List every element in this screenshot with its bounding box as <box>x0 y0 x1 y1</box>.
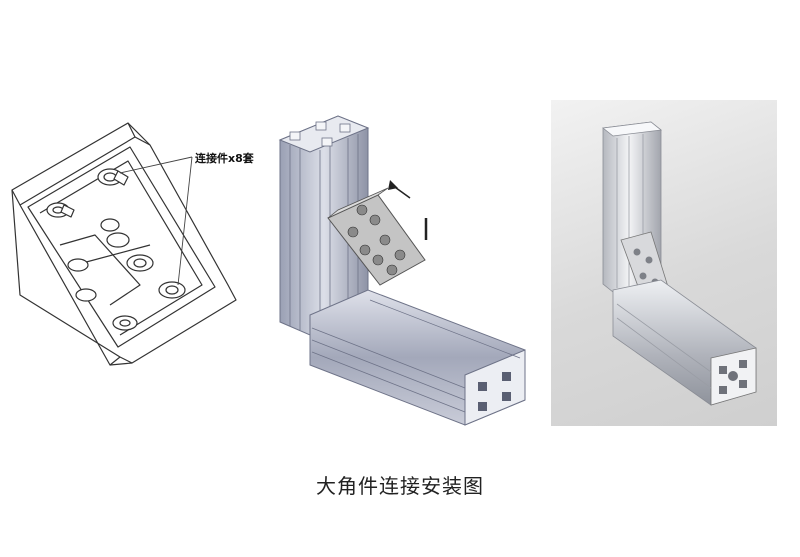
bracket-line-drawing-svg <box>11 122 237 366</box>
corner-bracket-photo-svg <box>602 121 757 406</box>
bracket-line-drawing <box>0 95 262 395</box>
installation-caption: 大角件连接安装图 <box>316 474 484 498</box>
corner-bracket-3d-render <box>250 100 530 430</box>
corner-bracket-photo <box>551 100 777 426</box>
fastener-callout-label: 连接件x8套 <box>195 152 254 165</box>
corner-bracket-3d-render-svg <box>278 115 526 426</box>
